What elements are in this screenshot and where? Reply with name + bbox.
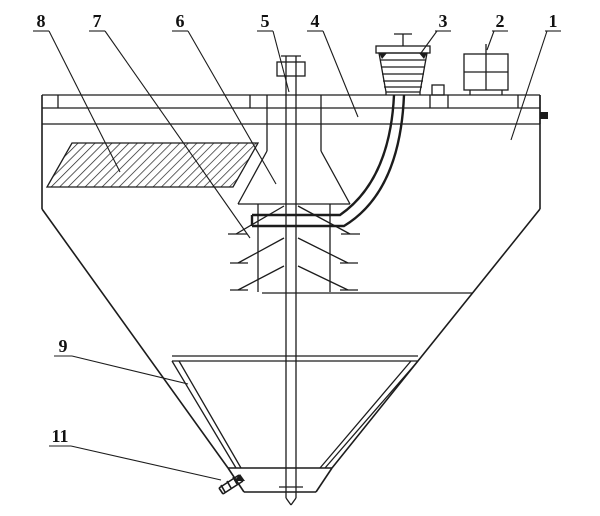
callout-number-11: 11 [51, 426, 68, 446]
callout-leaders [33, 30, 561, 481]
drive-unit [375, 33, 431, 95]
callout-number-7: 7 [93, 11, 102, 31]
bottom-valve [218, 474, 245, 495]
central-shaft [276, 55, 306, 506]
hatched-plate [45, 142, 260, 188]
callout-number-6: 6 [176, 11, 185, 31]
feed-pipe [250, 94, 406, 228]
feedwell [237, 95, 351, 292]
callout-numbers: 8 7 6 5 4 3 2 1 9 11 [37, 11, 558, 446]
deck-fittings [431, 84, 548, 119]
cone-baffles [228, 205, 360, 291]
callout-number-9: 9 [59, 336, 68, 356]
callout-number-8: 8 [37, 11, 46, 31]
tank-deck [42, 94, 541, 125]
callout-number-4: 4 [311, 11, 320, 31]
control-box [463, 44, 509, 95]
callout-number-2: 2 [496, 11, 505, 31]
inner-cone [171, 355, 419, 469]
callout-number-5: 5 [261, 11, 270, 31]
callout-number-3: 3 [439, 11, 448, 31]
callout-number-1: 1 [549, 11, 558, 31]
